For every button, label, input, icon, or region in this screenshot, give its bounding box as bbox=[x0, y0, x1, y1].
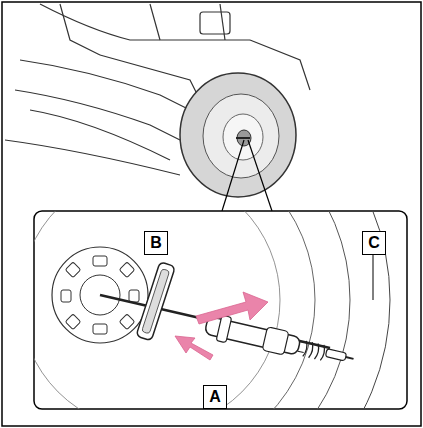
callout-box: A bbox=[203, 385, 227, 409]
callout-box: C bbox=[362, 231, 386, 255]
zoom-leader bbox=[222, 140, 272, 211]
callout-letter: C bbox=[368, 235, 380, 251]
detail-illustration bbox=[34, 211, 390, 409]
leader-line bbox=[373, 254, 374, 300]
spare-tire bbox=[180, 73, 296, 197]
detail-inset bbox=[34, 211, 407, 409]
callout-letter: B bbox=[150, 235, 162, 251]
callout-letter: A bbox=[209, 389, 221, 405]
callout-box: B bbox=[144, 231, 168, 255]
